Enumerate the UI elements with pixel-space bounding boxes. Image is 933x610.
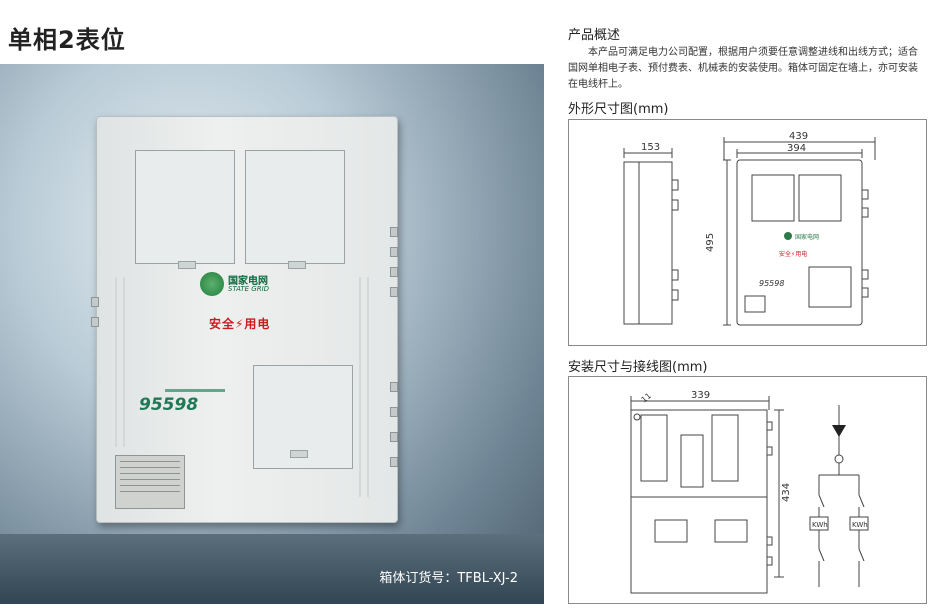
hole-label: 11: [640, 391, 654, 404]
state-grid-logo-icon: [200, 272, 224, 296]
logo-sub: STATE GRID: [228, 285, 270, 293]
breaker-window: [253, 365, 353, 469]
width-inner-label: 394: [787, 143, 806, 154]
page-title: 单相2表位: [8, 26, 126, 54]
dimension-drawing: 153 439 394 495 国家电网 安全⚡用电 95598: [568, 119, 927, 346]
drawing-safety-text: 安全⚡用电: [779, 250, 807, 258]
overview-heading: 产品概述: [568, 28, 621, 43]
drawing-logo-name: 国家电网: [795, 233, 819, 241]
meter-window-1: [135, 150, 235, 269]
name-plate: [115, 455, 185, 509]
photo-floor: [0, 534, 544, 604]
install-drawing: 339 434 11 KWh KWh: [568, 376, 927, 604]
install-height-label: 434: [781, 483, 792, 502]
logo-name: 国家电网: [228, 276, 268, 287]
safety-text: 安全⚡用电: [209, 317, 271, 331]
drawing-hotline: 95598: [759, 279, 784, 288]
product-photo: 国家电网 STATE GRID 安全⚡用电 95598 箱体订货号：TFBL-X…: [0, 64, 544, 604]
hotline-number: 95598: [139, 395, 199, 415]
install-width-label: 339: [691, 390, 710, 401]
overview-text: 本产品可满足电力公司配置，根据用户须要任意调整进线和出线方式；适合国网单相电子表…: [568, 47, 918, 90]
dimension-heading: 外形尺寸图(mm): [568, 102, 669, 117]
meter-label-1: KWh: [812, 521, 828, 529]
install-heading: 安装尺寸与接线图(mm): [568, 360, 708, 375]
meter-box: 国家电网 STATE GRID 安全⚡用电 95598: [91, 116, 398, 523]
depth-label: 153: [641, 142, 660, 153]
meter-label-2: KWh: [852, 521, 868, 529]
hotline-bar: [165, 389, 225, 392]
height-label: 495: [705, 233, 716, 252]
meter-window-2: [245, 150, 345, 269]
order-number: 箱体订货号：TFBL-XJ-2: [379, 571, 518, 586]
width-outer-label: 439: [789, 131, 808, 142]
